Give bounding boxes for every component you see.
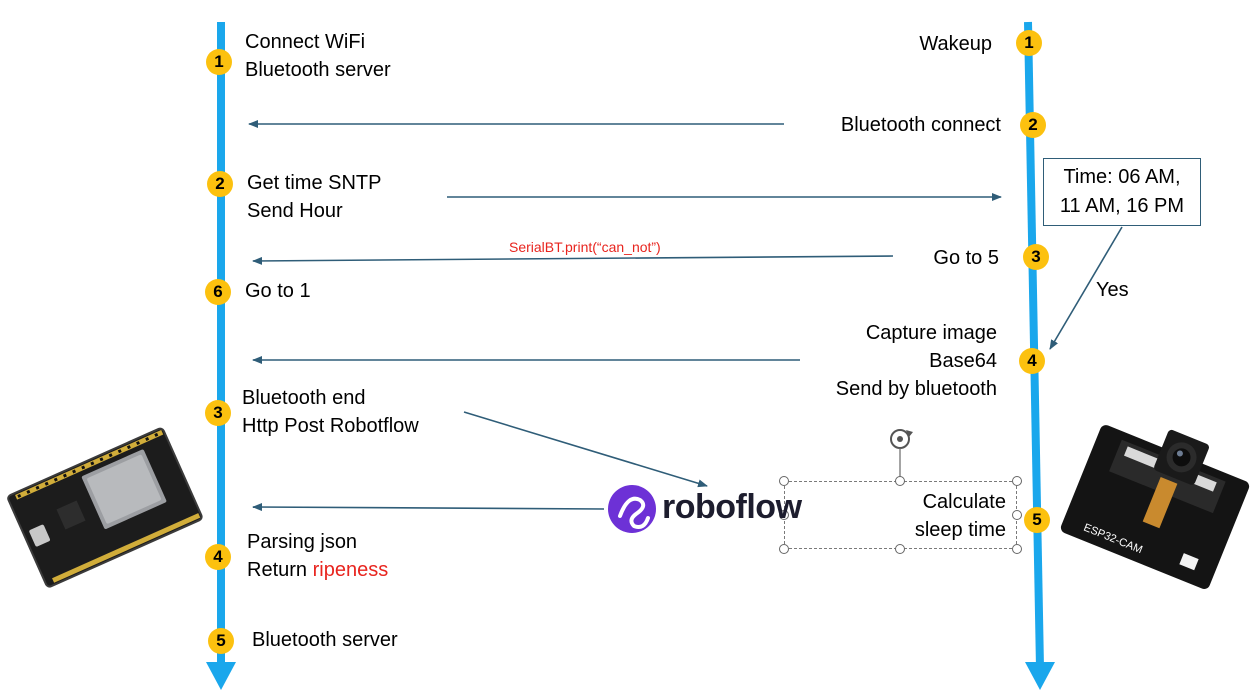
roboflow-logo-icon <box>608 485 656 533</box>
right-step-3-badge: 3 <box>1023 244 1049 270</box>
resize-handle-bm[interactable] <box>895 544 905 554</box>
left-step-3-line-1: Bluetooth end <box>242 387 366 409</box>
left-step-4-line-1: Parsing json <box>247 531 358 553</box>
left-step-3-badge: 3 <box>205 400 231 426</box>
time-condition-line-1: Time: 06 AM, <box>1063 166 1181 188</box>
left-step-1-line-2: Bluetooth server <box>245 59 391 81</box>
resize-handle-ml[interactable] <box>779 510 789 520</box>
right-step-1-badge: 1 <box>1016 30 1042 56</box>
right-step-3-line-1: Go to 5 <box>933 247 999 269</box>
resize-handle-mr[interactable] <box>1012 510 1022 520</box>
left-step-1-line-1: Connect WiFi <box>245 31 366 53</box>
left-timeline <box>206 22 236 690</box>
resize-handle-br[interactable] <box>1012 544 1022 554</box>
left-step-2-line-1: Get time SNTP <box>247 172 382 194</box>
arrow-result <box>252 503 605 512</box>
left-step-4-badge: 4 <box>205 544 231 570</box>
right-step-5-line-1: Calculate <box>922 491 1006 513</box>
left-step-6-line-1: Go to 1 <box>245 280 311 302</box>
roboflow-logo-text: roboflow <box>662 488 802 526</box>
left-step-3-line-2: Http Post Robotflow <box>242 415 419 437</box>
resize-handle-tr[interactable] <box>1012 476 1022 486</box>
ripeness-highlight: ripeness <box>312 559 389 581</box>
time-condition-line-2: 11 AM, 16 PM <box>1059 195 1185 217</box>
right-step-5-badge: 5 <box>1024 507 1050 533</box>
left-step-1-badge: 1 <box>206 49 232 75</box>
left-step-5-badge: 5 <box>208 628 234 654</box>
calculate-sleep-textbox[interactable] <box>779 476 1022 554</box>
left-step-6-badge: 6 <box>205 279 231 305</box>
right-step-4-line-1: Capture image <box>865 322 997 344</box>
left-step-5-line-1: Bluetooth server <box>252 629 398 651</box>
return-prefix: Return <box>247 559 313 581</box>
left-step-4-line-2: Return ripeness <box>247 556 388 584</box>
right-step-4-badge: 4 <box>1019 348 1045 374</box>
yes-label: Yes <box>1096 279 1129 301</box>
arrow-to-roboflow <box>463 411 708 488</box>
right-step-1-line-1: Wakeup <box>919 33 992 55</box>
right-step-4-line-3: Send by bluetooth <box>835 378 997 400</box>
resize-handle-tl[interactable] <box>779 476 789 486</box>
right-step-5-line-2: sleep time <box>914 519 1006 541</box>
serial-print-message: SerialBT.print(“can_not”) <box>509 239 661 255</box>
right-step-4-line-2: Base64 <box>929 350 997 372</box>
left-step-2-badge: 2 <box>207 171 233 197</box>
resize-handle-tm[interactable] <box>895 476 905 486</box>
arrow-yes <box>1049 226 1123 350</box>
right-step-2-badge: 2 <box>1020 112 1046 138</box>
resize-handle-bl[interactable] <box>779 544 789 554</box>
esp32-devkit-image <box>7 427 203 588</box>
esp32-cam-image <box>1060 425 1250 589</box>
time-condition-box: Time: 06 AM, 11 AM, 16 PM <box>1043 158 1201 226</box>
rotate-handle-icon[interactable] <box>890 429 913 481</box>
left-step-2-line-2: Send Hour <box>247 200 343 222</box>
right-step-2-line-1: Bluetooth connect <box>840 114 1001 136</box>
arrow-can-not <box>252 255 894 265</box>
